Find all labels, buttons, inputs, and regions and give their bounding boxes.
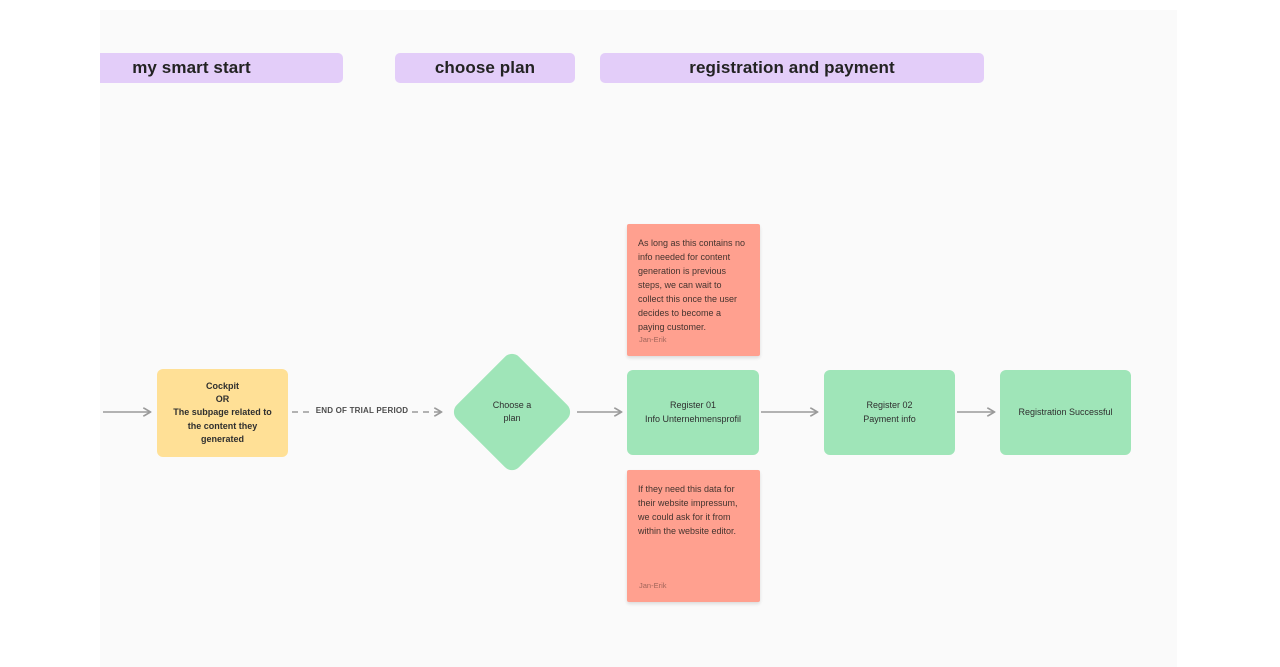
sticky-author: Jan-Erik — [639, 581, 667, 591]
node-text-line: Info Unternehmensprofil — [644, 413, 742, 424]
section-label-my-smart-start[interactable]: my smart start — [100, 53, 343, 83]
whiteboard-canvas[interactable]: my smart start choose plan registration … — [100, 10, 1177, 667]
section-label-choose-plan[interactable]: choose plan — [395, 53, 575, 83]
node-text: Choose a plan — [492, 399, 532, 424]
connector-label-end-of-trial-period[interactable]: END OF TRIAL PERIOD — [315, 406, 409, 415]
connector-layer — [103, 10, 1177, 667]
node-choose-a-plan-decision[interactable]: Choose a plan — [449, 349, 575, 475]
section-label-text: registration and payment — [689, 58, 895, 77]
node-text-line: Registration Successful — [1018, 406, 1113, 417]
sticky-text: As long as this contains no info needed … — [638, 238, 746, 332]
sticky-author: Jan-Erik — [639, 335, 667, 345]
node-text-line: The subpage related to the content they … — [173, 407, 272, 444]
section-label-text: choose plan — [434, 58, 536, 77]
section-label-registration-and-payment[interactable]: registration and payment — [600, 53, 984, 83]
sticky-text: If they need this data for their website… — [638, 484, 738, 536]
node-text-line: Payment info — [863, 413, 916, 424]
node-text-line: Register 01 — [669, 400, 717, 411]
node-text-line: OR — [215, 394, 230, 405]
sticky-note-wait-to-collect[interactable]: As long as this contains no info needed … — [627, 224, 760, 356]
node-text-line: Cockpit — [205, 381, 239, 392]
node-text-line: Register 02 — [866, 400, 913, 411]
node-register-02[interactable]: Register 02 Payment info — [824, 370, 955, 455]
node-register-01[interactable]: Register 01 Info Unternehmensprofil — [627, 370, 759, 455]
node-registration-successful[interactable]: Registration Successful — [1000, 370, 1131, 455]
node-cockpit[interactable]: Cockpit OR The subpage related to the co… — [157, 369, 288, 457]
section-label-text: my smart start — [132, 58, 251, 77]
sticky-note-impressum[interactable]: If they need this data for their website… — [627, 470, 760, 602]
